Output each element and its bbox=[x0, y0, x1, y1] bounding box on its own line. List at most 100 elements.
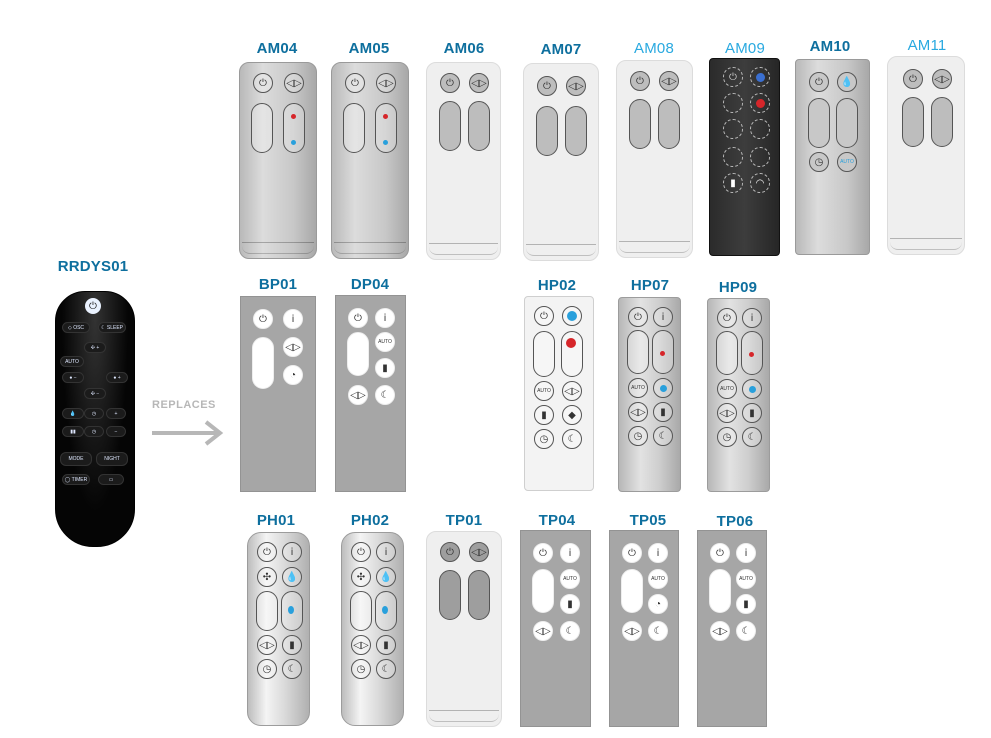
timer-rocker bbox=[658, 99, 680, 149]
power-icon: ⏻ bbox=[351, 542, 371, 562]
oscillate-icon: ◁▷ bbox=[351, 635, 371, 655]
model-label-tp01: TP01 bbox=[445, 512, 483, 529]
timer-icon: ◷ bbox=[534, 429, 554, 449]
auto-button: AUTO bbox=[648, 569, 668, 589]
power-icon: ⏻ bbox=[345, 73, 365, 93]
auto-button: AUTO bbox=[534, 381, 554, 401]
auto-button: AUTO bbox=[560, 569, 580, 589]
heat-rocker bbox=[652, 330, 674, 374]
power-icon: ⏻ bbox=[253, 309, 273, 329]
remote-base bbox=[242, 242, 314, 254]
auto-button: AUTO bbox=[628, 378, 648, 398]
remote-hp09: ⏻ ⅰ AUTO ◁▷ ▮ ◷ ☾ bbox=[707, 298, 770, 492]
remote-hp02: ⏻ AUTO ◁▷ ▮ ◆ ◷ ☾ bbox=[524, 296, 594, 491]
power-icon: ⏻ bbox=[628, 307, 648, 327]
display-key: ▭ bbox=[98, 474, 124, 485]
down-key: − bbox=[106, 426, 126, 437]
cool-icon bbox=[742, 379, 762, 399]
cool-icon bbox=[653, 378, 673, 398]
power-icon: ⏻ bbox=[257, 542, 277, 562]
remote-tp06: ⏻ ⅰ AUTO ▮ ◁▷ ☾ bbox=[697, 530, 767, 727]
remote-am07: ⏻ ◁▷ bbox=[523, 63, 599, 261]
diffuse-icon: ◆ bbox=[562, 405, 582, 425]
airflow-icon: ▮ bbox=[653, 402, 673, 422]
sleep-icon: ☾ bbox=[653, 426, 673, 446]
humidity-rocker bbox=[375, 591, 397, 631]
remote-base bbox=[526, 244, 596, 256]
oscillate-icon: ◁▷ bbox=[348, 385, 368, 405]
speed-down-key: ✣ − bbox=[84, 388, 106, 399]
power-icon: ⏻ bbox=[537, 76, 557, 96]
info-icon: ⅰ bbox=[283, 309, 303, 329]
cooler-mode-key: MODE bbox=[60, 452, 92, 466]
speed-rocker bbox=[709, 569, 731, 613]
oscillate-icon: ◁▷ bbox=[284, 73, 304, 93]
oscillate-icon bbox=[750, 147, 770, 167]
model-label-am07: AM07 bbox=[540, 41, 582, 58]
heat-icon bbox=[750, 93, 770, 113]
fan-icon: ✣ bbox=[351, 567, 371, 587]
remote-ph02: ⏻ ⅰ ✣ 💧 ◁▷ ▮ ◷ ☾ bbox=[341, 532, 404, 726]
temperature-rocker bbox=[375, 103, 397, 153]
remote-tp01: ⏻ ◁▷ bbox=[426, 531, 502, 727]
flow-key: ▮▮ bbox=[62, 426, 84, 437]
speed-rocker bbox=[256, 591, 278, 631]
timer-rocker bbox=[931, 97, 953, 147]
info-icon: ⅰ bbox=[375, 308, 395, 328]
timer-key: ◷ bbox=[84, 408, 104, 419]
timer-icon: ◷ bbox=[257, 659, 277, 679]
cool-key: 💧 bbox=[62, 408, 84, 419]
auto-button: AUTO bbox=[837, 152, 857, 172]
speed-rocker bbox=[347, 332, 369, 376]
oscillate-icon: ◁▷ bbox=[628, 402, 648, 422]
oscillate-icon: ◁▷ bbox=[659, 71, 679, 91]
timer-icon: ◷ bbox=[717, 427, 737, 447]
speed-rocker bbox=[532, 569, 554, 613]
power-icon: ⏻ bbox=[903, 69, 923, 89]
airflow-icon: ▮ bbox=[560, 594, 580, 614]
heat-down-key: ● − bbox=[62, 372, 84, 383]
oscillate-icon: ◁▷ bbox=[469, 73, 489, 93]
speed-rocker bbox=[808, 98, 830, 148]
remote-ph01: ⏻ ⅰ ✣ 💧 ◁▷ ▮ ◷ ☾ bbox=[247, 532, 310, 726]
model-label-hp09: HP09 bbox=[718, 279, 758, 296]
oscillate-icon: ◁▷ bbox=[257, 635, 277, 655]
night-mode-key: NIGHT bbox=[96, 452, 128, 466]
model-label-hp07: HP07 bbox=[630, 277, 670, 294]
remote-tp04: ⏻ ⅰ AUTO ▮ ◁▷ ☾ bbox=[520, 530, 591, 727]
night-mode-icon: ◔ bbox=[283, 365, 303, 385]
info-icon: ⅰ bbox=[648, 543, 668, 563]
info-icon: ⅰ bbox=[653, 307, 673, 327]
oscillate-icon: ◁▷ bbox=[533, 621, 553, 641]
remote-am06: ⏻ ◁▷ bbox=[426, 62, 501, 260]
model-label-am09: AM09 bbox=[725, 40, 765, 57]
oscillate-icon: ◁▷ bbox=[562, 381, 582, 401]
heat-rocker bbox=[741, 331, 763, 375]
airflow-icon: ▮ bbox=[742, 403, 762, 423]
timer-rocker bbox=[468, 570, 490, 620]
humidity-rocker bbox=[281, 591, 303, 631]
speed-up-key: ✣ + bbox=[84, 342, 106, 353]
power-icon: ⏻ bbox=[723, 67, 743, 87]
power-icon: ⏻ bbox=[440, 73, 460, 93]
power-icon: ⏻ bbox=[534, 306, 554, 326]
sleep-icon: ☾ bbox=[742, 427, 762, 447]
power-icon: ⏻ bbox=[710, 543, 730, 563]
speed-rocker bbox=[350, 591, 372, 631]
focus-icon: ▮ bbox=[723, 173, 743, 193]
night-mode-icon: ◔ bbox=[648, 594, 668, 614]
remote-am08: ⏻ ◁▷ bbox=[616, 60, 693, 258]
model-label-tp04: TP04 bbox=[538, 512, 576, 529]
rrdys01-remote-image: ⏻ ◇ OSC ☾ SLEEP ✣ + AUTO ● − ● + ✣ − 💧 ◷… bbox=[55, 291, 135, 547]
model-label-am06: AM06 bbox=[443, 40, 485, 57]
remote-base bbox=[619, 241, 690, 253]
timer-icon: ◷ bbox=[628, 426, 648, 446]
timer-rocker bbox=[468, 101, 490, 151]
sleep-icon: ☾ bbox=[648, 621, 668, 641]
humidify-icon: 💧 bbox=[376, 567, 396, 587]
sleep-icon: ☾ bbox=[282, 659, 302, 679]
remote-hp07: ⏻ ⅰ AUTO ◁▷ ▮ ◷ ☾ bbox=[618, 297, 681, 492]
remote-am10: ⏻ 💧 ◷ AUTO bbox=[795, 59, 870, 255]
airflow-icon: ▮ bbox=[376, 635, 396, 655]
remote-am09: ⏻ ▮ ◠ bbox=[709, 58, 780, 256]
